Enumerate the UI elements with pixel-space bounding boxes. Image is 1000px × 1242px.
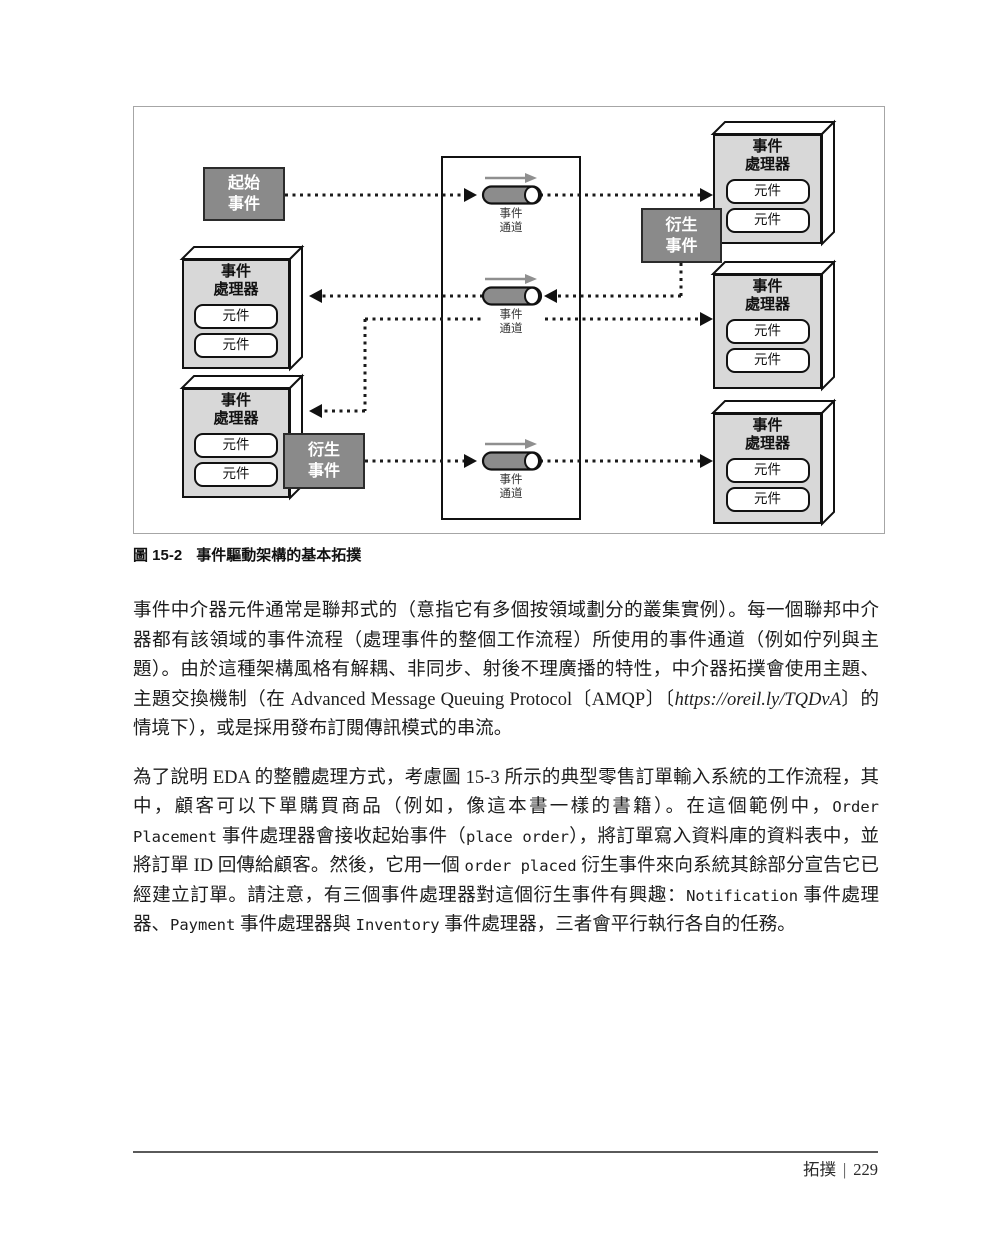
figure-caption-label: 圖 15-2 (133, 547, 183, 564)
derived-event-box-left: 衍生 事件 (283, 433, 365, 489)
paragraph-text: 為了說明 EDA 的整體處理方式，考慮圖 15-3 所示的典型零售訂單輸入系統的… (133, 767, 879, 818)
body-paragraph-1: 事件中介器元件通常是聯邦式的（意指它有多個按領域劃分的叢集實例）。每一個聯邦中介… (133, 597, 879, 745)
figure-frame: 事件 處理器 元件 元件 事件 處理器 元件 元件 事件 處理器 元件 元件 事… (133, 106, 885, 534)
paragraph-text: 事件中介器元件通常是聯邦式的（意指它有多個按領域劃分的叢集實例）。每一個聯邦中介… (133, 601, 879, 710)
code-term: place order (466, 827, 569, 846)
code-term: Notification (686, 886, 799, 905)
derived-event-box-right: 衍生 事件 (641, 208, 722, 263)
event-channel-label-1: 事件 通道 (481, 207, 541, 235)
event-channel-label-3: 事件 通道 (481, 473, 541, 501)
component-box: 元件 (725, 208, 810, 233)
footer-rule (133, 1151, 878, 1153)
component-box: 元件 (194, 304, 278, 329)
component-box: 元件 (725, 348, 810, 373)
event-channel-pill-2 (481, 274, 543, 306)
footer-section-title: 拓撲 (802, 1160, 836, 1179)
component-box: 元件 (725, 487, 810, 512)
channel-direction-arrow-icon (525, 173, 537, 183)
footer-separator: | (842, 1160, 847, 1179)
figure-caption-title: 事件驅動架構的基本拓撲 (196, 547, 362, 564)
code-term: order placed (464, 857, 577, 875)
paragraph-text: 〕的情境下），或是採用發布訂閱傳訊模式的串流。 (133, 689, 879, 740)
footer-page-number: 229 (853, 1160, 878, 1179)
code-term: Inventory (355, 916, 440, 934)
latin-term: Advanced Message Queuing Protocol (290, 689, 573, 710)
component-box: 元件 (194, 333, 278, 358)
initiating-event-box: 起始 事件 (203, 167, 285, 221)
url-text: https://oreil.ly/TQDvA (674, 689, 841, 710)
component-box: 元件 (725, 319, 810, 344)
code-term: Order Placement (133, 798, 879, 846)
component-box: 元件 (725, 458, 810, 483)
footer-page-info: 拓撲 | 229 (133, 1157, 878, 1183)
code-term: Payment (170, 916, 236, 934)
processor-title: 事件 處理器 (744, 138, 790, 173)
paragraph-text: 事件處理器，三者會平行執行各自的任務。 (439, 915, 796, 935)
paragraph-text: 事件處理器與 (235, 915, 356, 935)
paragraph-text: 事件處理器、 (133, 885, 879, 936)
paragraph-text: ），將訂單寫入資料庫的資料表中，並將訂單 ID 回傳給顧客。然後，它用一個 (133, 826, 879, 877)
paragraph-text: 〔AMQP〕〔 (572, 689, 675, 710)
event-processor-left-bottom: 事件 處理器 元件 元件 (182, 388, 290, 498)
processor-title: 事件 處理器 (213, 392, 259, 427)
component-box: 元件 (725, 179, 810, 204)
processor-title: 事件 處理器 (213, 263, 259, 298)
paragraph-text: 事件處理器會接收起始事件（ (217, 826, 467, 847)
processor-title: 事件 處理器 (744, 417, 790, 452)
event-processor-right-middle: 事件 處理器 元件 元件 (713, 274, 822, 389)
figure-caption: 圖 15-2 事件驅動架構的基本拓撲 (133, 544, 361, 565)
processor-title: 事件 處理器 (744, 278, 790, 313)
channel-direction-arrow-icon (525, 274, 537, 284)
event-channel-pill-1 (481, 173, 543, 205)
event-processor-left-middle: 事件 處理器 元件 元件 (182, 259, 290, 369)
body-text: 事件中介器元件通常是聯邦式的（意指它有多個按領域劃分的叢集實例）。每一個聯邦中介… (133, 597, 879, 960)
paragraph-text: 衍生事件來向系統其餘部分宣告它已經建立訂單。請注意，有三個事件處理器對這個衍生事… (133, 856, 879, 906)
event-channel-pill-3 (481, 439, 543, 471)
body-paragraph-2: 為了說明 EDA 的整體處理方式，考慮圖 15-3 所示的典型零售訂單輸入系統的… (133, 764, 879, 941)
component-box: 元件 (194, 462, 278, 487)
event-channel-label-2: 事件 通道 (481, 308, 541, 336)
flow-arrowhead-icons (309, 188, 713, 468)
event-processor-right-bottom: 事件 處理器 元件 元件 (713, 413, 822, 524)
component-box: 元件 (194, 433, 278, 458)
channel-direction-arrow-icon (525, 439, 537, 449)
event-processor-right-top: 事件 處理器 元件 元件 (713, 134, 822, 244)
